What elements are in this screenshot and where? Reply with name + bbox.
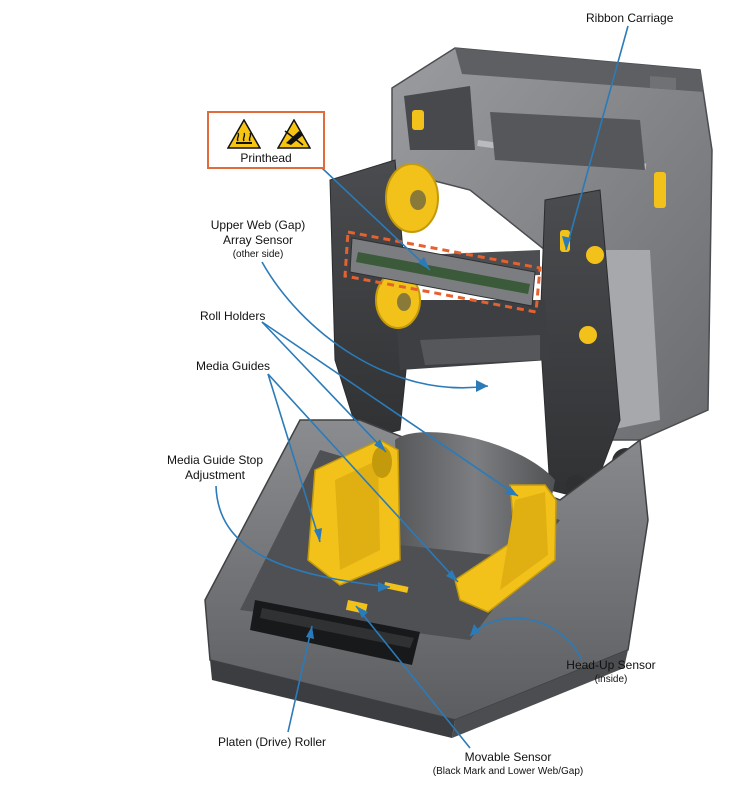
platen-roller-callout	[287, 625, 313, 733]
media-guide-stop-label: Media Guide Stop Adjustment	[160, 453, 270, 483]
ribbon-carriage-callout	[565, 25, 629, 251]
head-up-sensor-label-line1: Head-Up Sensor	[566, 658, 656, 672]
upper-web-sensor-callout	[261, 261, 489, 389]
printhead-label: Printhead	[240, 151, 292, 165]
media-guide-stop-label-line1: Media Guide Stop	[166, 453, 264, 467]
movable-sensor-note: (Black Mark and Lower Web/Gap)	[432, 766, 584, 777]
upper-web-sensor-label: Upper Web (Gap) Array Sensor (other side…	[203, 218, 313, 261]
roll-holders-callout-2	[261, 321, 519, 497]
head-up-sensor-label: Head-Up Sensor (inside)	[556, 658, 666, 686]
roll-holders-label: Roll Holders	[200, 309, 266, 323]
callout-lines	[215, 25, 629, 749]
head-up-sensor-note: (inside)	[594, 674, 628, 685]
movable-sensor-label: Movable Sensor (Black Mark and Lower Web…	[420, 750, 596, 778]
media-guides-label: Media Guides	[196, 359, 271, 373]
head-up-sensor-callout	[469, 617, 583, 661]
media-guides-callout-2	[267, 373, 459, 583]
printhead-warning-box: Printhead	[207, 111, 325, 169]
media-guides-callout-1	[267, 373, 321, 543]
ribbon-carriage-label: Ribbon Carriage	[586, 11, 674, 25]
movable-sensor-callout	[355, 605, 471, 749]
roll-holders-callout-1	[261, 321, 387, 453]
esd-warning-icon	[277, 119, 311, 149]
upper-web-sensor-note: (other side)	[232, 249, 284, 260]
media-guide-stop-label-line2: Adjustment	[184, 468, 246, 482]
callout-arrowheads	[306, 236, 571, 639]
printhead-callout	[321, 167, 431, 271]
upper-web-sensor-label-line1: Upper Web (Gap)	[210, 218, 306, 232]
roll-hubs	[375, 163, 439, 329]
hot-surface-warning-icon	[227, 119, 261, 149]
upper-web-sensor-label-line2: Array Sensor	[222, 233, 294, 247]
platen-roller-label: Platen (Drive) Roller	[218, 735, 327, 749]
printhead	[343, 230, 542, 314]
movable-sensor-label-line1: Movable Sensor	[464, 750, 552, 764]
media-guide-stop-callout	[215, 485, 391, 588]
